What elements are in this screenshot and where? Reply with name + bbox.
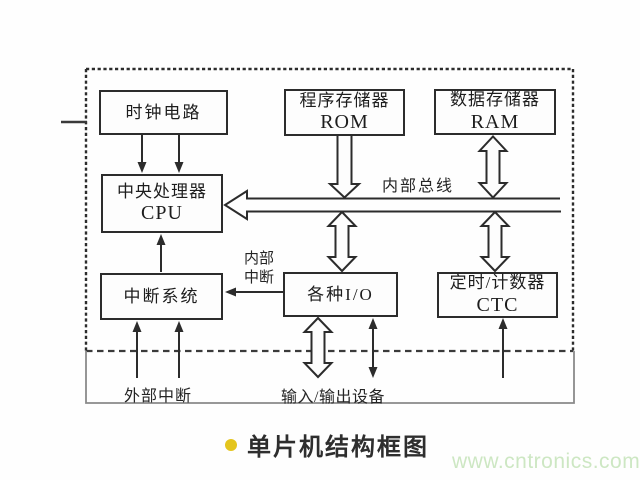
ram-box: 数据存储器 RAM [434, 89, 556, 135]
io-to-interrupt-arrow [225, 287, 283, 297]
io-label: 各种I/O [307, 284, 374, 304]
clock-circuit-label: 时钟电路 [125, 102, 202, 122]
cpu-label-line2: CPU [141, 202, 183, 225]
caption-bullet-icon [225, 438, 237, 451]
ctc-box: 定时/计数器 CTC [437, 272, 558, 318]
interrupt-system-box: 中断系统 [100, 273, 223, 320]
external-interrupt-label: 外部中断 [124, 388, 193, 405]
internal-bus-arrow [223, 189, 561, 221]
watermark-text: www.cntronics.com [452, 450, 640, 473]
internal-interrupt-label: 内部中断 [243, 251, 274, 286]
io-box: 各种I/O [283, 272, 398, 317]
caption-text: 单片机结构框图 [247, 434, 429, 461]
ctc-label-line1: 定时/计数器 [449, 273, 546, 293]
cpu-label-line1: 中央处理器 [117, 181, 207, 201]
interrupt-to-cpu-arrow [156, 234, 166, 272]
external-interrupt-arrow-left [132, 321, 142, 378]
clock-circuit-box: 时钟电路 [99, 90, 228, 135]
rom-label-line2: ROM [320, 111, 369, 134]
caption-row: 单片机结构框图 [225, 427, 429, 462]
io-devices-label: 输入/输出设备 [281, 389, 385, 406]
rom-box: 程序存储器 ROM [284, 89, 405, 136]
interrupt-system-label: 中断系统 [123, 286, 200, 306]
ram-label-line2: RAM [470, 110, 520, 133]
ctc-label-line2: CTC [476, 293, 519, 316]
bus-ctc-double-arrow [479, 210, 511, 273]
bus-io-double-arrow [326, 210, 358, 273]
clock-to-cpu-arrow-right [174, 135, 184, 173]
ram-bus-double-arrow [477, 135, 509, 199]
io-devices-double-arrow [302, 316, 334, 379]
external-interrupt-arrow-right [174, 321, 184, 378]
io-devices-thin-double-arrow [368, 318, 378, 378]
devices-to-ctc-arrow [498, 318, 508, 378]
internal-bus-label: 内部总线 [382, 178, 455, 195]
solid-footer-border [85, 351, 575, 404]
cpu-box: 中央处理器 CPU [101, 174, 223, 233]
rom-label-line1: 程序存储器 [299, 90, 390, 110]
ram-label-line1: 数据存储器 [450, 90, 540, 110]
clock-to-cpu-arrow-left [137, 135, 147, 173]
dashed-border [84, 67, 575, 351]
rom-to-bus-arrow [327, 136, 362, 199]
